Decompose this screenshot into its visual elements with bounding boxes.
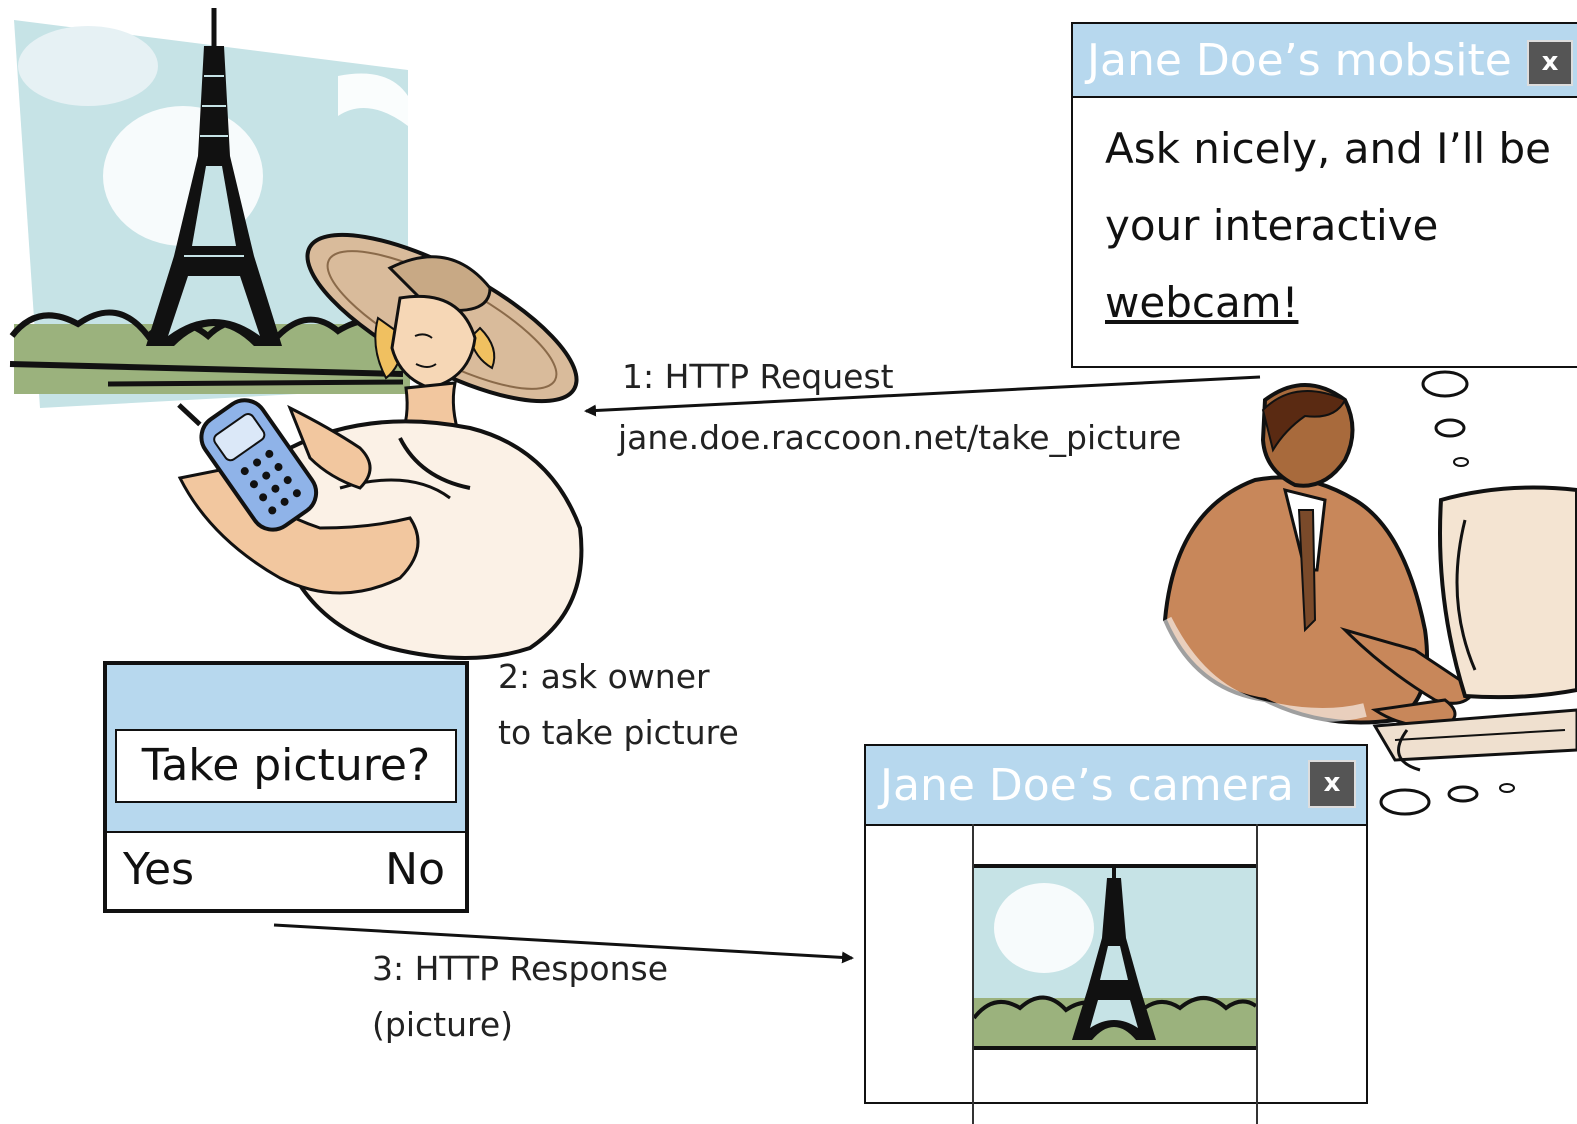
take-picture-dialog: Take picture? Yes No [103,661,469,913]
step3-label-line2: (picture) [372,1005,514,1044]
step3-label-line1: 3: HTTP Response [372,949,669,988]
dialog-question: Take picture? [115,729,457,803]
close-icon: x [1541,47,1559,77]
no-button[interactable]: No [385,844,445,895]
arrows-layer [273,375,1261,964]
mobsite-close-button[interactable]: x [1527,40,1573,86]
close-icon: x [1323,768,1341,798]
webcam-link[interactable]: webcam! [1105,278,1299,327]
man-at-computer-clipart [1158,370,1577,816]
captured-photo [974,864,1256,1050]
step1-url: jane.doe.raccoon.net/take_picture [618,418,1182,457]
eiffel-tower-photo-icon [974,868,1256,1046]
mobsite-title: Jane Doe’s mobsite [1087,35,1512,86]
step1-label: 1: HTTP Request [622,357,894,396]
camera-window: Jane Doe’s camera x [864,744,1368,1124]
mobsite-text-line2: your interactive [1105,201,1439,250]
mobsite-window: Jane Doe’s mobsite x Ask nicely, and I’l… [1071,22,1577,368]
woman-with-phone-clipart [177,232,584,660]
mobsite-title-bar: Jane Doe’s mobsite x [1073,24,1577,98]
yes-button[interactable]: Yes [123,844,195,895]
camera-close-button[interactable]: x [1308,760,1356,808]
step2-label-line1: 2: ask owner [498,657,710,696]
mobsite-text-line1: Ask nicely, and I’ll be [1105,124,1552,173]
step2-label-line2: to take picture [498,713,739,752]
photo-frame [972,824,1258,1124]
mobsite-body: Ask nicely, and I’ll be your interactive… [1105,110,1577,341]
response-arrow [273,923,854,964]
camera-title: Jane Doe’s camera [880,760,1294,811]
eiffel-tower-clipart [9,8,410,408]
request-arrow [584,375,1261,417]
camera-title-bar: Jane Doe’s camera x [866,746,1366,826]
